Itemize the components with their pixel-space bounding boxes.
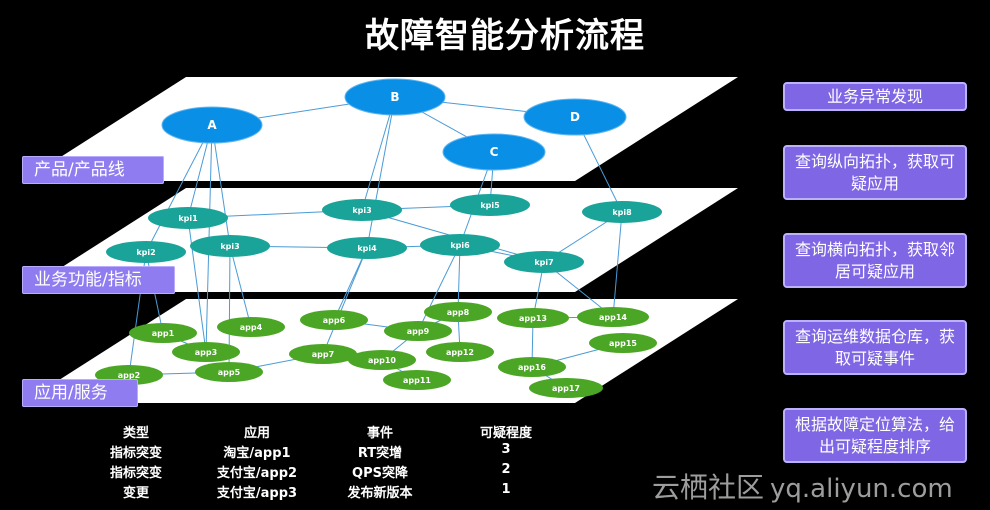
kpi-node-kpi7[interactable]: [504, 251, 584, 273]
app-node-app14-label: app14: [599, 313, 627, 322]
kpi-node-kpi5-label: kpi5: [480, 201, 500, 210]
product-node-b[interactable]: [344, 78, 446, 116]
product-node-a[interactable]: [161, 106, 263, 144]
product-node-d-label: D: [570, 110, 580, 124]
table-cell-app: 支付宝/app3: [216, 486, 298, 501]
kpi-nodes: kpi1 kpi2 kpi3 kpi3 kpi4 kpi5 kpi6 kpi7 …: [106, 194, 662, 273]
kpi-node-kpi2-label: kpi2: [136, 248, 155, 257]
kpi-node-kpi4-label: kpi4: [357, 244, 377, 253]
layer-label-business: 业务功能/指标: [22, 266, 175, 294]
kpi-node-kpi3-left-label: kpi3: [220, 242, 239, 251]
page-title: 故障智能分析流程: [365, 16, 645, 56]
app-node-app3-label: app3: [195, 348, 217, 357]
product-node-c[interactable]: [442, 133, 546, 171]
app-node-app6-label: app6: [323, 316, 346, 325]
app-node-app13[interactable]: [497, 308, 569, 328]
app-node-app8-label: app8: [447, 308, 470, 317]
app-node-app1[interactable]: [129, 323, 197, 343]
table-cell-event: RT突增: [357, 446, 403, 461]
app-node-app3[interactable]: [172, 342, 240, 362]
product-node-c-label: C: [490, 145, 499, 159]
step-2-vertical-topology: 查询纵向拓扑，获取可疑应用: [783, 145, 967, 200]
table-cell-type: 指标突变: [109, 466, 162, 481]
table-cell-app: 淘宝/app1: [223, 446, 291, 461]
app-node-app10-label: app10: [368, 356, 396, 365]
kpi-node-kpi8[interactable]: [582, 201, 662, 223]
table-cell-app: 支付宝/app2: [216, 466, 298, 481]
layer-label-app: 应用/服务: [22, 379, 138, 407]
product-node-a-label: A: [207, 118, 217, 132]
table-cell-event: QPS突降: [352, 466, 408, 481]
kpi-node-kpi3-left[interactable]: [190, 235, 270, 257]
step-4-query-data-warehouse: 查询运维数据仓库，获取可疑事件: [783, 320, 967, 375]
table-cell-suspicion: 2: [501, 462, 511, 477]
kpi-node-kpi4[interactable]: [327, 237, 407, 259]
app-node-app8[interactable]: [424, 302, 492, 322]
table-header-event: 事件: [366, 426, 393, 441]
table-row: 指标突变 支付宝/app2 QPS突降 2: [88, 462, 582, 482]
watermark-brand: 云栖社区: [652, 471, 765, 504]
app-node-app5-label: app5: [218, 368, 241, 377]
watermark-domain: yq.aliyun.com: [770, 474, 953, 504]
app-node-app11-label: app11: [403, 376, 431, 385]
app-node-app17-label: app17: [552, 384, 580, 393]
kpi-node-kpi2[interactable]: [106, 241, 186, 263]
app-node-app16[interactable]: [498, 357, 566, 377]
table-header-suspicion: 可疑程度: [479, 426, 532, 441]
app-node-app6[interactable]: [300, 310, 368, 330]
kpi-node-kpi5[interactable]: [450, 194, 530, 216]
table-cell-suspicion: 1: [501, 482, 511, 497]
step-5-localization-ranking: 根据故障定位算法，给出可疑程度排序: [783, 408, 967, 463]
app-node-app16-label: app16: [518, 363, 546, 372]
kpi-node-kpi6[interactable]: [420, 234, 500, 256]
app-node-app2-label: app2: [118, 371, 140, 380]
app-node-app17[interactable]: [529, 378, 603, 398]
step-1-anomaly-detection: 业务异常发现: [783, 82, 967, 111]
kpi-node-kpi1-label: kpi1: [178, 214, 198, 223]
app-node-app12-label: app12: [446, 348, 474, 357]
app-node-app4[interactable]: [217, 317, 285, 337]
app-node-app12[interactable]: [426, 342, 494, 362]
step-3-horizontal-topology: 查询横向拓扑，获取邻居可疑应用: [783, 233, 967, 288]
suspicion-result-table: 类型 应用 事件 可疑程度 指标突变 淘宝/app1 RT突增 3 指标突变 支…: [88, 422, 582, 502]
app-node-app15-label: app15: [609, 339, 637, 348]
kpi-node-kpi3-top[interactable]: [322, 199, 402, 221]
product-node-d[interactable]: [523, 98, 627, 136]
app-node-app15[interactable]: [589, 333, 657, 353]
kpi-node-kpi1[interactable]: [148, 207, 228, 229]
table-cell-event: 发布新版本: [347, 486, 413, 501]
app-node-app9-label: app9: [407, 327, 430, 336]
kpi-node-kpi6-label: kpi6: [450, 241, 470, 250]
app-node-app14[interactable]: [577, 307, 649, 327]
table-header-type: 类型: [122, 426, 149, 441]
app-node-app4-label: app4: [240, 323, 263, 332]
app-node-app11[interactable]: [383, 370, 451, 390]
app-node-app7[interactable]: [289, 344, 357, 364]
kpi-node-kpi8-label: kpi8: [612, 208, 632, 217]
kpi-node-kpi7-label: kpi7: [534, 258, 553, 267]
app-node-app7-label: app7: [312, 350, 334, 359]
table-row: 变更 支付宝/app3 发布新版本 1: [88, 482, 582, 502]
layer-label-product: 产品/产品线: [22, 156, 164, 184]
app-node-app13-label: app13: [519, 314, 547, 323]
table-row: 指标突变 淘宝/app1 RT突增 3: [88, 442, 582, 462]
table-cell-suspicion: 3: [501, 442, 511, 457]
table-header-app: 应用: [243, 426, 270, 441]
product-nodes: A B C D: [161, 78, 627, 171]
app-node-app5[interactable]: [195, 362, 263, 382]
kpi-node-kpi3-top-label: kpi3: [352, 206, 371, 215]
table-header-row: 类型 应用 事件 可疑程度: [88, 422, 582, 442]
table-cell-type: 变更: [122, 486, 149, 501]
app-node-app9[interactable]: [384, 321, 452, 341]
table-cell-type: 指标突变: [109, 446, 162, 461]
app-node-app1-label: app1: [152, 329, 175, 338]
product-node-b-label: B: [390, 90, 399, 104]
app-node-app10[interactable]: [348, 350, 416, 370]
app-nodes: app1 app2 app3 app4 app5 app6 app7 app8 …: [95, 302, 657, 398]
